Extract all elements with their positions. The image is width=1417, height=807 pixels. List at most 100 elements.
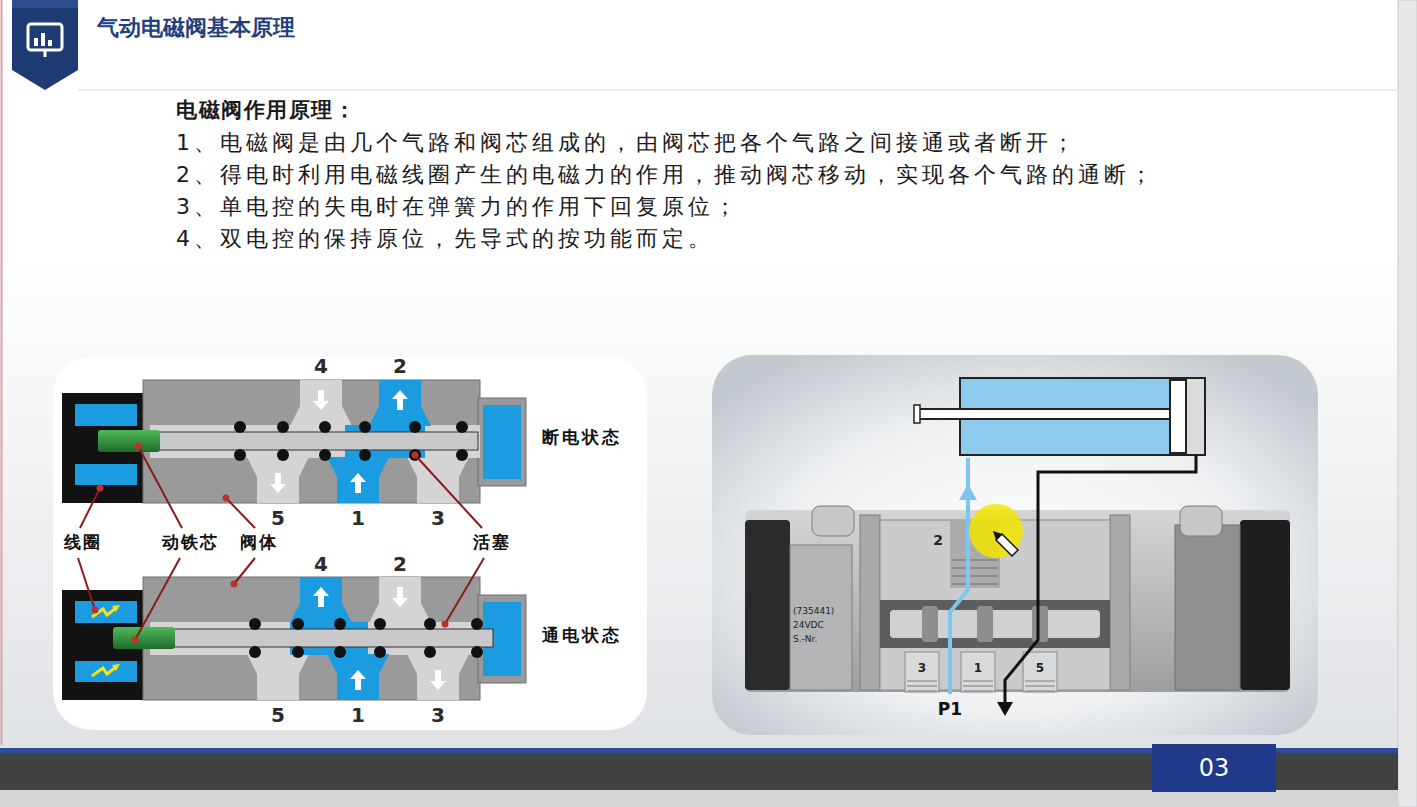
end-block xyxy=(1175,525,1240,690)
port-thread xyxy=(963,680,993,681)
port-number: 5 xyxy=(1036,662,1044,676)
energized-symbol xyxy=(112,664,120,671)
leader-line xyxy=(80,488,100,528)
leader-dot xyxy=(132,637,139,644)
body-flange xyxy=(1110,515,1130,690)
port-thread xyxy=(952,583,998,585)
flow-arrow xyxy=(430,670,446,690)
energized-symbol xyxy=(92,667,116,676)
flow-arrow xyxy=(270,473,286,493)
body-flange xyxy=(860,515,880,690)
leader-dot xyxy=(135,443,142,450)
piston-rod xyxy=(918,409,1170,419)
header-rule xyxy=(78,90,1398,91)
port-number: 3 xyxy=(431,507,445,530)
footer-ground xyxy=(0,790,1398,807)
seal-ring xyxy=(424,646,436,658)
end-cap xyxy=(478,398,526,486)
icon-bar xyxy=(34,38,38,46)
leader-line xyxy=(78,558,95,610)
pen-cursor xyxy=(996,534,1018,556)
cursor-highlight xyxy=(969,504,1023,558)
coil-winding xyxy=(75,464,137,485)
port-thread xyxy=(1025,680,1055,681)
principle-text: 1、电磁阀是由几个气路和阀芯组成的，由阀芯把各个气路之间接通或者断开； xyxy=(176,130,1078,155)
pilot-fitting xyxy=(1180,506,1222,536)
right-panel xyxy=(712,355,1318,735)
port-channel xyxy=(369,577,431,623)
valve-section xyxy=(62,380,526,503)
leader-dot xyxy=(442,621,449,628)
leader-line xyxy=(445,558,484,624)
header-banner xyxy=(12,0,78,90)
edge-line xyxy=(1,0,3,745)
pen-cursor xyxy=(993,531,1002,540)
seal-ring xyxy=(234,421,246,433)
coil-winding xyxy=(75,601,137,623)
page-number-box: 03 xyxy=(1152,744,1276,792)
principle-text: 4、双电控的保持原位，先导式的按功能而定。 xyxy=(176,226,714,251)
port-thread xyxy=(963,685,993,686)
device-marking: 24VDC xyxy=(793,620,824,630)
leader-line xyxy=(138,446,182,528)
port-recess xyxy=(961,652,995,692)
header-banner-highlight xyxy=(12,0,78,8)
port-channel xyxy=(369,380,431,426)
coil-winding xyxy=(75,661,137,682)
moving-core xyxy=(113,627,175,649)
port-channel xyxy=(327,654,389,700)
port-recess xyxy=(905,652,939,692)
end-cap xyxy=(1240,520,1290,690)
cylinder-cap xyxy=(1186,378,1205,455)
seal-ring xyxy=(424,618,436,630)
seal-ring xyxy=(319,449,331,461)
seal-ring xyxy=(456,421,468,433)
device-marking: S.-Nr. xyxy=(793,634,817,644)
state-label: 通电状态 xyxy=(542,626,622,646)
port-number: 2 xyxy=(393,355,407,378)
seal-ring xyxy=(374,646,386,658)
flow-arrow xyxy=(313,390,329,410)
leader-dot xyxy=(97,485,104,492)
port-thread xyxy=(952,559,998,561)
flow-arrow xyxy=(350,670,366,690)
port-thread xyxy=(1025,685,1055,686)
spool-window xyxy=(880,600,1110,648)
leader-line xyxy=(234,558,255,584)
cylinder-piston xyxy=(1170,380,1186,453)
leader-line xyxy=(415,455,482,528)
port-thread xyxy=(907,685,937,686)
leader-line xyxy=(135,558,180,640)
device-marking: (735441) xyxy=(793,606,834,616)
state-label: 断电状态 xyxy=(542,428,622,448)
moving-core xyxy=(98,430,160,452)
seal-ring xyxy=(249,646,261,658)
port-channel xyxy=(290,380,352,426)
port-number: 3 xyxy=(918,662,926,676)
port-number: 2 xyxy=(393,553,407,576)
seal-ring xyxy=(471,618,483,630)
spool xyxy=(890,610,1100,638)
seal-ring xyxy=(374,618,386,630)
part-callout: 活塞 xyxy=(473,533,511,553)
flow-arrowhead xyxy=(959,484,977,500)
port-number: 4 xyxy=(314,553,328,576)
port-number: 1 xyxy=(351,507,365,530)
seal-ring xyxy=(292,646,304,658)
rod-end xyxy=(914,405,920,423)
flow-arrow xyxy=(313,587,329,607)
principle-text: 2、得电时利用电磁线圈产生的电磁力的作用，推动阀芯移动，实现各个气路的通断； xyxy=(176,162,1156,187)
pilot-fitting xyxy=(812,506,854,536)
energized-symbol xyxy=(112,605,120,612)
leader-dot xyxy=(231,581,238,588)
port-channel xyxy=(290,577,352,623)
leader-dot xyxy=(223,495,230,502)
seal-ring xyxy=(277,449,289,461)
left-panel xyxy=(53,357,647,730)
leader-dot xyxy=(412,452,419,459)
coil-winding xyxy=(75,404,137,426)
part-callout: 动铁芯 xyxy=(162,533,219,553)
port-thread xyxy=(907,680,937,681)
port-number: 1 xyxy=(351,704,365,727)
leader-line xyxy=(226,498,255,528)
